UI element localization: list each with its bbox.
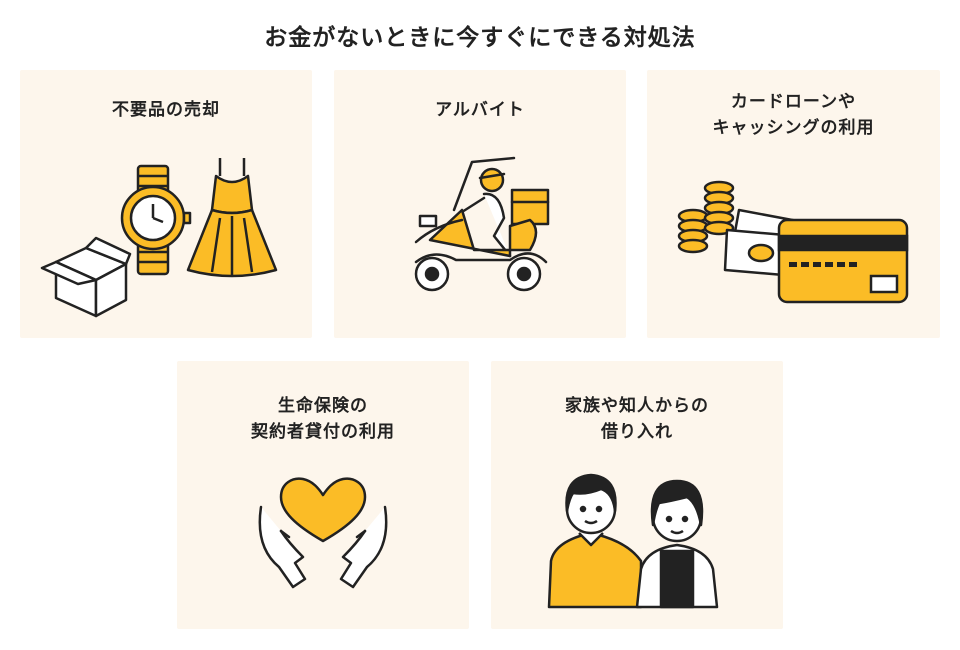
card-card-loan-cashing: カードローンや キャッシングの利用 — [647, 70, 940, 338]
card-illustration — [677, 180, 909, 304]
cardboard-box-icon — [40, 236, 132, 318]
card-illustration — [40, 158, 278, 318]
wristwatch-icon — [120, 164, 192, 276]
card-sell-unneeded-items: 不要品の売却 — [20, 70, 312, 338]
card-illustration — [547, 473, 719, 609]
credit-card-icon — [777, 218, 909, 304]
card-label: 生命保険の 契約者貸付の利用 — [251, 396, 395, 442]
card-illustration — [414, 156, 550, 292]
card-label: アルバイト — [435, 100, 525, 120]
woman-avatar-icon — [635, 479, 719, 609]
page-title: お金がないときに今すぐにできる対処法 — [264, 25, 696, 51]
card-label: 不要品の売却 — [112, 100, 220, 120]
card-borrow-from-family-friends: 家族や知人からの 借り入れ — [491, 361, 783, 629]
card-life-insurance-policy-loan: 生命保険の 契約者貸付の利用 — [177, 361, 469, 629]
dress-icon — [186, 158, 278, 278]
delivery-scooter-icon — [414, 156, 550, 292]
coin-stack-icon — [677, 180, 735, 254]
card-part-time-job: アルバイト — [334, 70, 626, 338]
man-avatar-icon — [547, 473, 643, 609]
card-illustration — [258, 477, 388, 589]
heart-in-hands-icon — [258, 477, 388, 589]
card-label: カードローンや キャッシングの利用 — [712, 92, 875, 138]
card-label: 家族や知人からの 借り入れ — [565, 396, 709, 442]
